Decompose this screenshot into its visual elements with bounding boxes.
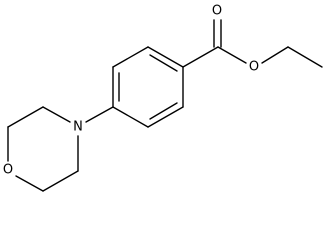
ester-group: O O: [182, 4, 323, 75]
bond-upper-carbon-pair: [7, 106, 44, 128]
bond-ring-3: [147, 106, 184, 128]
benzene-ring: [112, 46, 184, 128]
ester-oxygen-label: O: [249, 60, 259, 75]
bond-ring-double-2: [149, 102, 178, 120]
bond-ring-to-carbonyl: [182, 46, 219, 68]
bond-ring-double-1: [149, 54, 178, 72]
morpholine-group: N O: [3, 106, 114, 192]
bond-oxygen-to-lower-carbon: [15, 175, 44, 192]
bond-ring-4: [112, 106, 149, 128]
bond-carbonyl-to-oxygen: [217, 46, 247, 64]
bond-ring-6: [112, 46, 149, 68]
bond-lower-carbon-pair: [42, 170, 79, 192]
bond-ring-1: [147, 46, 184, 68]
chemical-structure-diagram: O O N O: [3, 4, 323, 192]
bond-nitrogen-to-upper-carbon: [42, 106, 71, 123]
bond-ch2-to-ch3: [287, 46, 323, 68]
carbonyl-oxygen-label: O: [212, 4, 222, 19]
morpholine-nitrogen-label: N: [73, 120, 83, 135]
bond-ring-to-nitrogen: [85, 106, 114, 123]
bond-oxygen-to-ch2: [261, 46, 289, 64]
morpholine-oxygen-label: O: [3, 163, 13, 178]
